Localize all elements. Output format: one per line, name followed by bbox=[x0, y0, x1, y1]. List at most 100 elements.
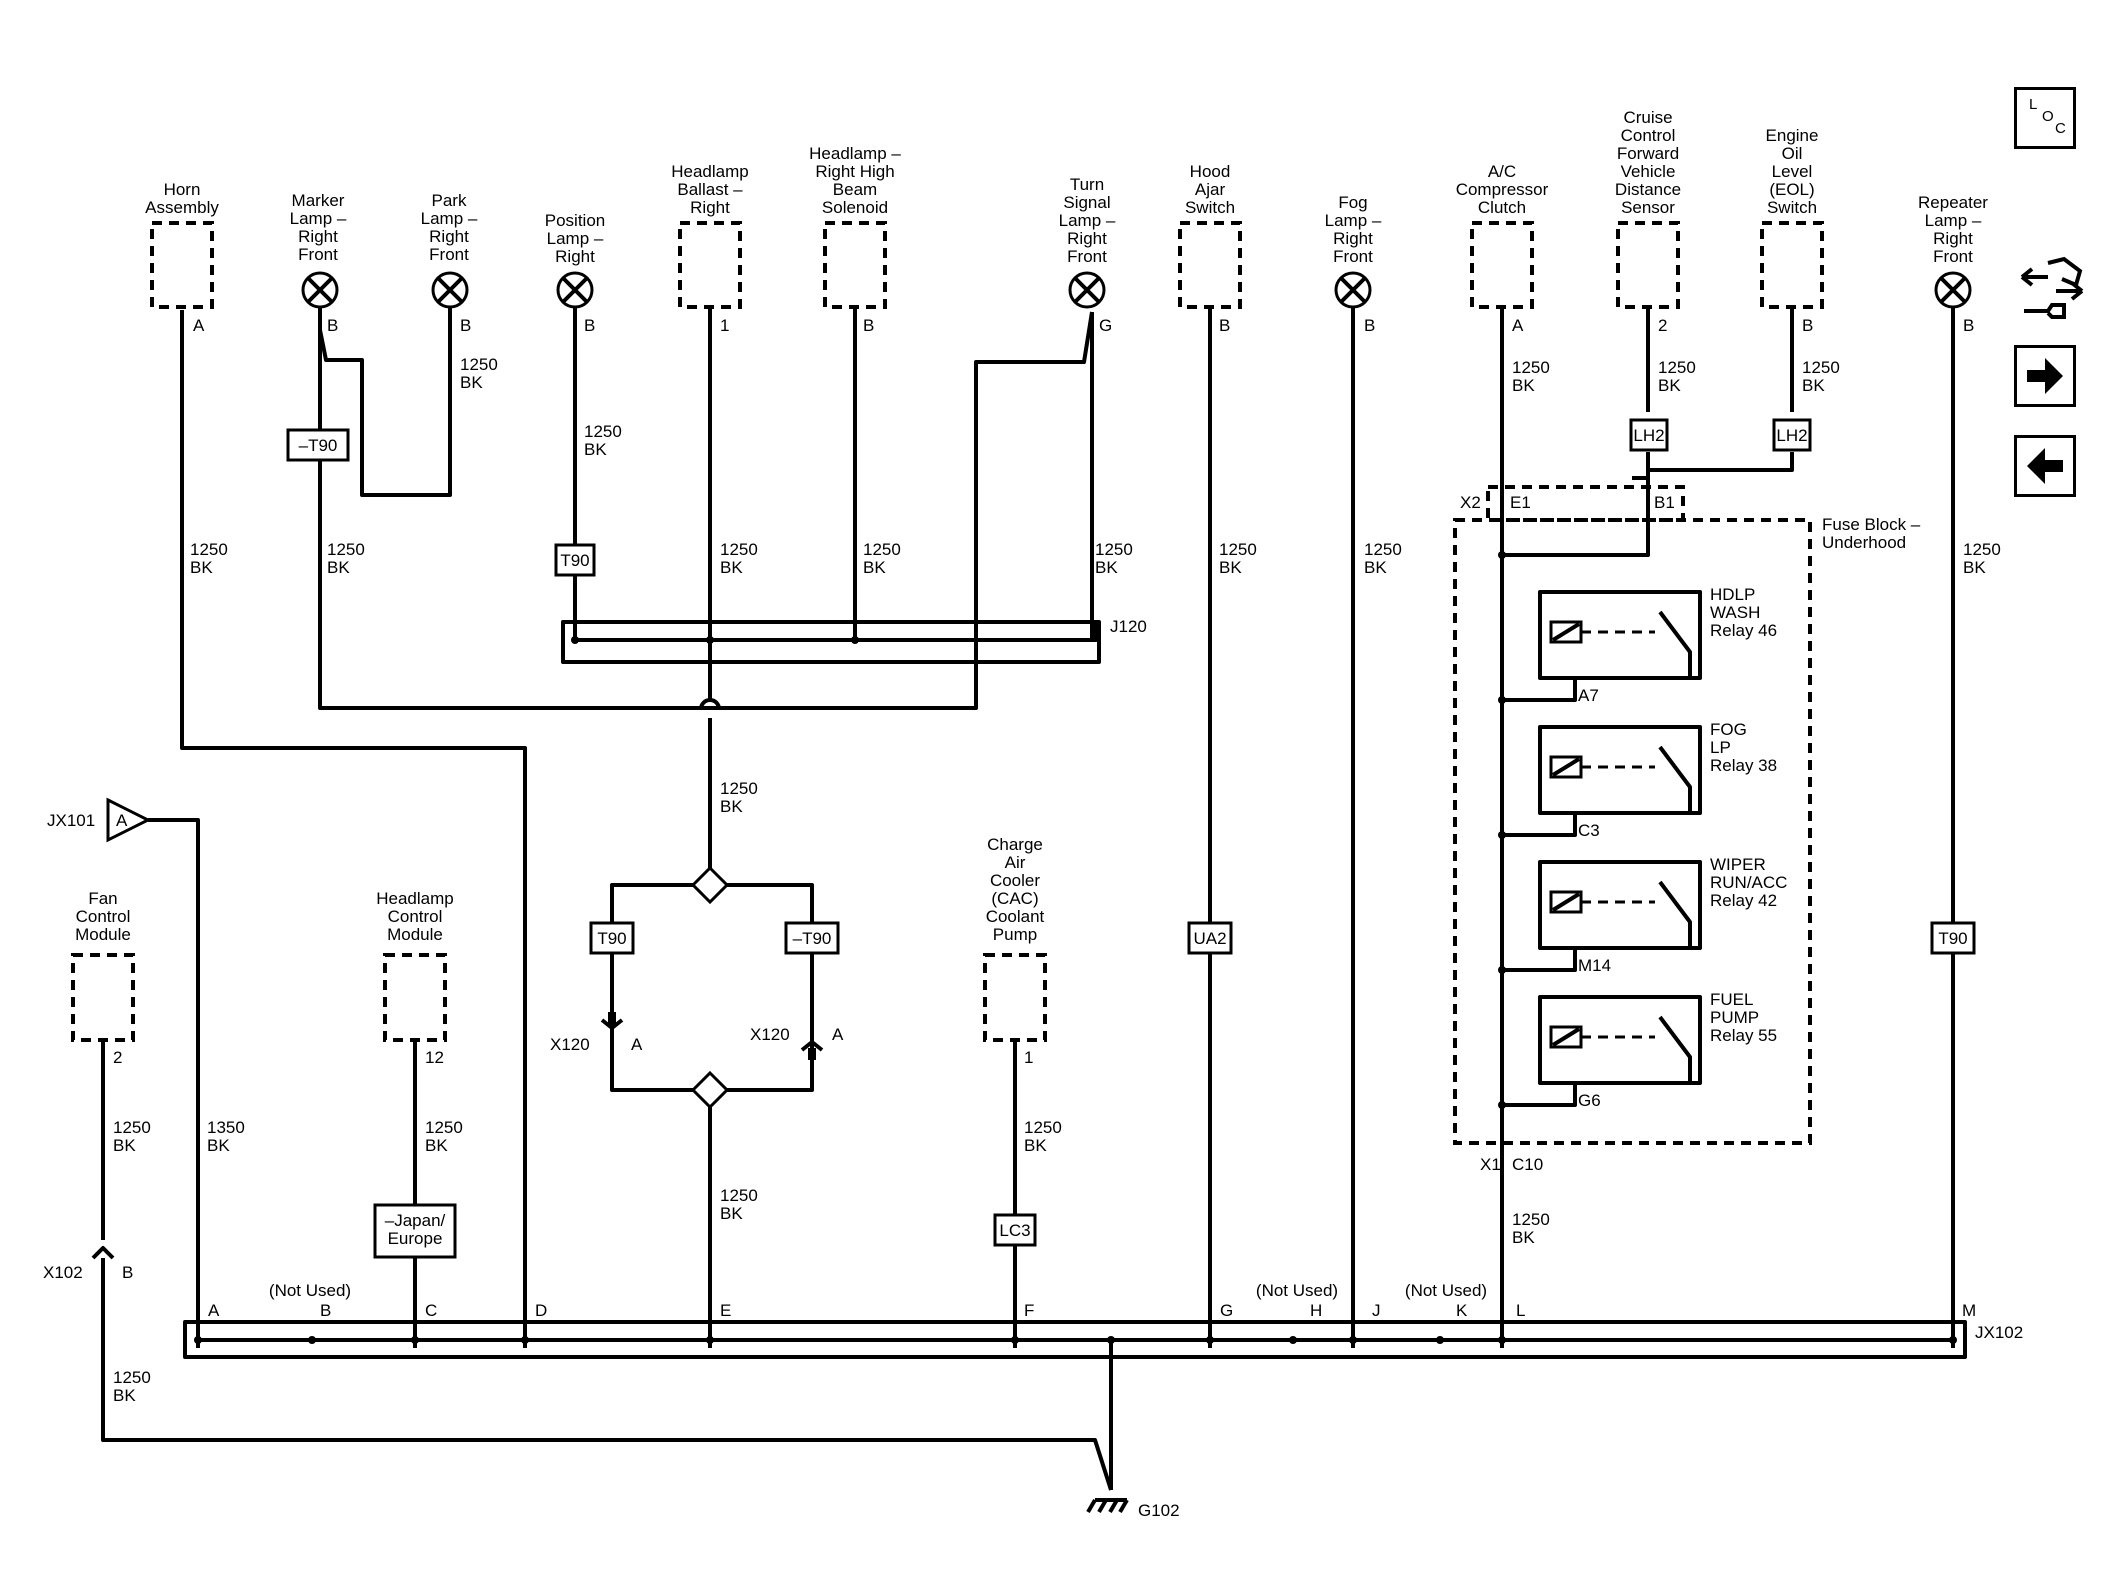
relay-name: RUN/ACC bbox=[1710, 873, 1787, 892]
wire-color-label: BK bbox=[720, 558, 743, 577]
jx102-pin: M bbox=[1962, 1301, 1976, 1320]
component-highbeam bbox=[823, 221, 887, 309]
component-ac bbox=[1470, 221, 1534, 309]
pin-turn: G bbox=[1099, 316, 1112, 335]
splice-dots bbox=[194, 551, 1957, 1344]
relay-fog-lp bbox=[1538, 725, 1702, 815]
pin-repeater: B bbox=[1963, 316, 1974, 335]
splice-j120 bbox=[561, 620, 1101, 664]
wire-fan bbox=[101, 1040, 1113, 1491]
wire-cruise bbox=[1632, 307, 1650, 480]
connector-tool-icon[interactable] bbox=[2018, 255, 2086, 327]
connector-j120: J120 bbox=[1110, 617, 1147, 636]
component-label-park-line: Lamp – bbox=[421, 209, 478, 228]
connector-x120: X120 bbox=[750, 1025, 790, 1044]
connector-b1: B1 bbox=[1654, 493, 1675, 512]
component-label-cac-line: Charge bbox=[987, 835, 1043, 854]
component-label-highbeam-line: Beam bbox=[833, 180, 877, 199]
fuse-block-label: Fuse Block – bbox=[1822, 515, 1921, 534]
component-label-park-line: Park bbox=[432, 191, 467, 210]
connector-x120-pin: A bbox=[832, 1025, 844, 1044]
connector-jx102-bar bbox=[183, 1320, 1967, 1359]
wire-color-label: BK bbox=[190, 558, 213, 577]
component-label-fog-line: Lamp – bbox=[1325, 211, 1382, 230]
component-label-hcm-line: Module bbox=[387, 925, 443, 944]
jx102-pin: D bbox=[535, 1301, 547, 1320]
relay-pin: M14 bbox=[1578, 956, 1611, 975]
next-page-button[interactable] bbox=[2014, 345, 2076, 407]
component-label-eol-line: Oil bbox=[1782, 144, 1803, 163]
relay-name: PUMP bbox=[1710, 1008, 1759, 1027]
x120-connector-icons bbox=[600, 1012, 824, 1060]
pin-fan: 2 bbox=[113, 1048, 122, 1067]
component-label-eol-line: (EOL) bbox=[1769, 180, 1814, 199]
option-not-t90: –T90 bbox=[299, 436, 338, 455]
jx102-pin: E bbox=[720, 1301, 731, 1320]
loc-letter-l: L bbox=[2029, 96, 2038, 113]
relay-name: Relay 38 bbox=[1710, 756, 1777, 775]
component-label-park-line: Front bbox=[429, 245, 469, 264]
component-label-turn-line: Lamp – bbox=[1059, 211, 1116, 230]
component-fan bbox=[71, 953, 135, 1042]
component-label-fan-line: Module bbox=[75, 925, 131, 944]
component-hood bbox=[1178, 221, 1242, 309]
relay-name: WASH bbox=[1710, 603, 1760, 622]
wire-color-label: BK bbox=[1024, 1136, 1047, 1155]
component-label-eol-line: Switch bbox=[1767, 198, 1817, 217]
arrow-left-icon bbox=[2027, 448, 2063, 484]
component-label-ballast-line: Right bbox=[690, 198, 730, 217]
component-label-marker-line: Lamp – bbox=[290, 209, 347, 228]
component-label-ballast-line: Headlamp bbox=[671, 162, 749, 181]
component-label-hcm-line: Headlamp bbox=[376, 889, 454, 908]
component-label-cac-line: Cooler bbox=[990, 871, 1040, 890]
connector-jx101-icon bbox=[106, 797, 152, 843]
wire-color-label: BK bbox=[425, 1136, 448, 1155]
wire-color-label: BK bbox=[1219, 558, 1242, 577]
wire-size-label: 1250 bbox=[1024, 1118, 1062, 1137]
jx102-pin: C bbox=[425, 1301, 437, 1320]
x102-connector-icon bbox=[91, 1246, 115, 1260]
splice-diamonds bbox=[690, 865, 730, 1110]
position-lamp-icon bbox=[556, 271, 594, 309]
component-label-park-line: Right bbox=[429, 227, 469, 246]
component-label-horn-line: Horn bbox=[164, 180, 201, 199]
option-boxes bbox=[286, 418, 1976, 1259]
relay-fuel-pump bbox=[1538, 995, 1702, 1085]
previous-page-button[interactable] bbox=[2014, 435, 2076, 497]
relay-name: Relay 42 bbox=[1710, 891, 1777, 910]
wire-color-label: BK bbox=[720, 797, 743, 816]
wire-size-label: 1250 bbox=[863, 540, 901, 559]
component-label-cac-line: (CAC) bbox=[991, 889, 1038, 908]
wire-size-label: 1250 bbox=[1095, 540, 1133, 559]
option-lc3: LC3 bbox=[999, 1221, 1030, 1240]
component-label-highbeam-line: Headlamp – bbox=[809, 144, 901, 163]
wire-color-label: BK bbox=[460, 373, 483, 392]
pin-cac: 1 bbox=[1024, 1048, 1033, 1067]
component-label-ac-line: A/C bbox=[1488, 162, 1516, 181]
jx102-pin: L bbox=[1516, 1301, 1525, 1320]
relay-wiper bbox=[1538, 860, 1702, 950]
turn-lamp-icon bbox=[1068, 271, 1106, 309]
wire-color-label: BK bbox=[1364, 558, 1387, 577]
connector-x102: X102 bbox=[43, 1263, 83, 1282]
component-label-eol-line: Engine bbox=[1766, 126, 1819, 145]
component-label-cruise-line: Forward bbox=[1617, 144, 1679, 163]
component-horn bbox=[150, 221, 214, 309]
component-label-repeater-line: Front bbox=[1933, 247, 1973, 266]
wire-color-label: BK bbox=[720, 1204, 743, 1223]
pin-ac: A bbox=[1512, 316, 1524, 335]
wire-ballast-hop bbox=[699, 698, 721, 710]
wire-horn bbox=[180, 310, 527, 1348]
jx102-pin: G bbox=[1220, 1301, 1233, 1320]
connector-x102-pin: B bbox=[122, 1263, 133, 1282]
component-label-hood-line: Ajar bbox=[1195, 180, 1226, 199]
fog-lamp-icon bbox=[1334, 271, 1372, 309]
pin-eol: B bbox=[1802, 316, 1813, 335]
location-button[interactable]: L O C bbox=[2014, 87, 2076, 149]
wires bbox=[101, 305, 1967, 1491]
relays bbox=[1538, 590, 1702, 1085]
marker-lamp-icon bbox=[301, 271, 339, 309]
component-label-ac-line: Compressor bbox=[1456, 180, 1549, 199]
wire-size-label: 1250 bbox=[720, 779, 758, 798]
